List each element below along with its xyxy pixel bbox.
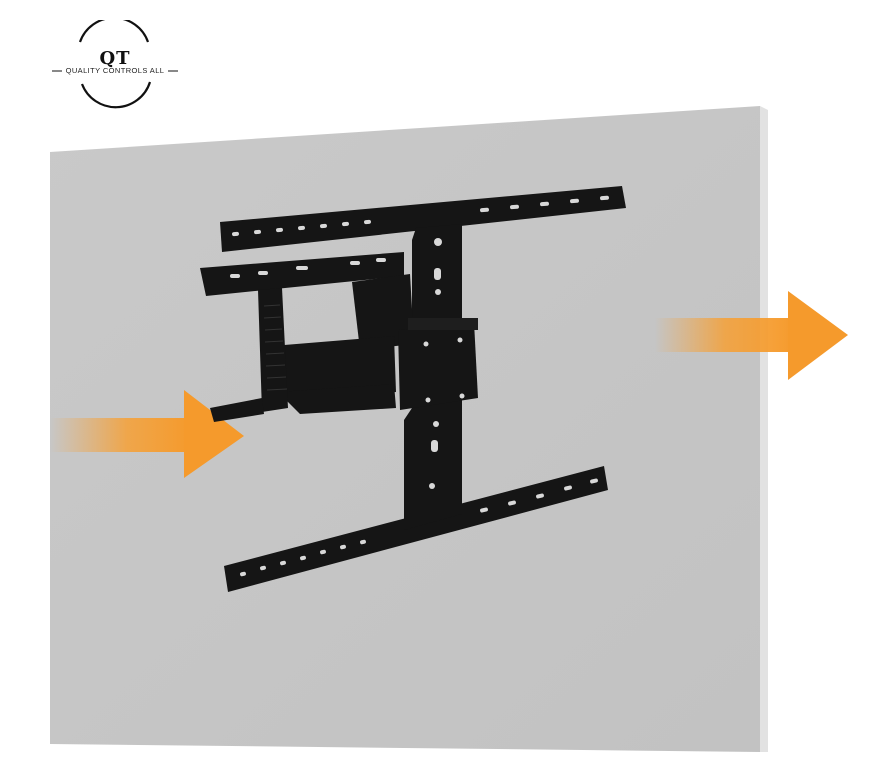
brand-logo: QT QUALITY CONTROLS ALL [40,20,190,110]
bracket-texture [263,304,288,391]
main-arm [272,336,396,400]
lower-bar [210,398,264,422]
tv-wall-mount [200,186,626,592]
arrow-right-icon [655,291,848,380]
wall-edge [760,106,768,752]
arm-brace [278,384,396,414]
logo-tagline: QUALITY CONTROLS ALL [65,66,165,75]
rail-holes-top [232,195,609,237]
pivot-plate [398,322,478,410]
bottom-rail [224,466,608,592]
arrow-left-icon [50,390,244,478]
side-bracket [258,288,288,412]
rail-holes-bottom [240,478,598,577]
column-slots [230,238,465,489]
top-rail [220,186,626,252]
logo-ring-icon [52,20,178,109]
logo-monogram: QT [99,48,131,69]
